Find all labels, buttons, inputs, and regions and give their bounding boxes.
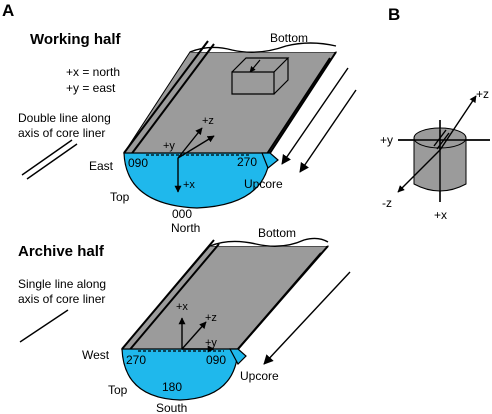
working-000-label: 000 [172, 207, 192, 221]
working-upcore-arrow-2 [299, 89, 357, 173]
cyl-minus-z-label: -z [382, 196, 392, 210]
archive-bottom-label: Bottom [258, 226, 296, 240]
archive-south-label: South [156, 401, 187, 414]
working-bottom-label: Bottom [270, 31, 308, 45]
archive-upcore-label: Upcore [240, 369, 279, 383]
archive-axes [178, 317, 215, 353]
working-upcore-label: Upcore [244, 177, 283, 191]
cyl-plus-z-label: +z [476, 87, 489, 101]
working-axes [174, 127, 215, 193]
cyl-plus-y-label: +y [380, 133, 393, 147]
archive-liner-note-line2: axis of core liner [18, 292, 105, 306]
archive-plus-x: +x [176, 301, 188, 313]
archive-plus-z: +z [205, 312, 217, 324]
archive-plus-y: +y [205, 337, 217, 349]
working-half-group: Working half +x = north +y = east Double… [18, 31, 357, 235]
working-plus-x: +x [183, 179, 195, 191]
working-def-y: +y = east [66, 81, 116, 95]
double-line-symbol [21, 139, 78, 180]
working-def-x: +x = north [66, 65, 120, 79]
archive-090-label: 090 [206, 353, 226, 367]
archive-west-label: West [82, 348, 110, 362]
working-270-label: 270 [237, 155, 257, 169]
archive-liner-note-line1: Single line along [18, 277, 106, 291]
cyl-minus-z-arrow [397, 149, 441, 193]
cyl-plus-z-arrow [439, 95, 477, 151]
archive-upcore-arrow [263, 271, 351, 365]
working-north-label: North [171, 221, 200, 235]
working-upcore-arrow-1 [281, 67, 349, 165]
archive-180-label: 180 [162, 380, 182, 394]
archive-core-body [120, 236, 340, 401]
working-core-body [123, 38, 340, 209]
cyl-plus-x-label: +x [434, 208, 447, 222]
working-090-label: 090 [128, 156, 148, 170]
archive-top-label: Top [108, 383, 128, 397]
working-top-label: Top [110, 190, 130, 204]
working-plus-y: +y [163, 140, 175, 152]
panel-a-label: A [2, 1, 14, 20]
working-east-label: East [89, 159, 114, 173]
single-line-symbol [19, 309, 69, 343]
sample-box [231, 57, 290, 95]
archive-half-group: Archive half Single line along axis of c… [18, 226, 351, 414]
working-plus-z: +z [202, 115, 214, 127]
archive-half-title: Archive half [18, 243, 105, 260]
working-liner-note-line1: Double line along [18, 111, 111, 125]
working-liner-note-line2: axis of core liner [18, 126, 105, 140]
panel-b-label: B [388, 5, 400, 24]
working-half-title: Working half [30, 31, 122, 48]
archive-270-label: 270 [126, 353, 146, 367]
cylinder-diagram [397, 95, 490, 202]
